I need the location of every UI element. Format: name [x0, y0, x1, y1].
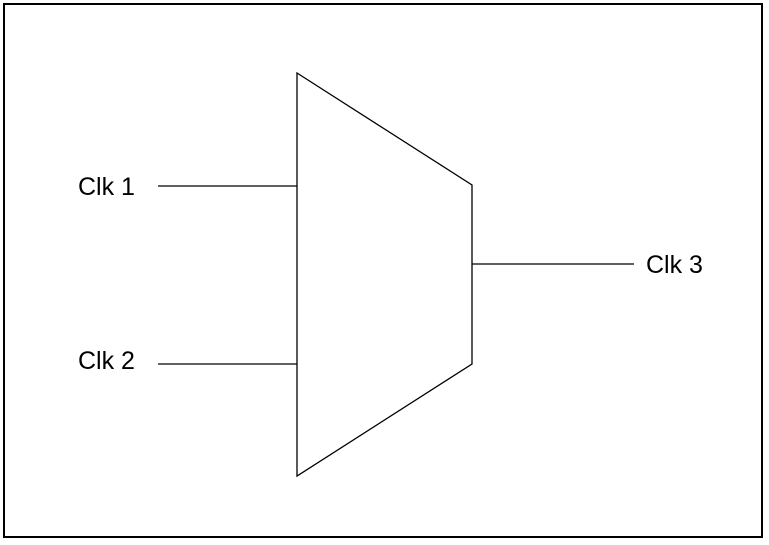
input-label-clk-1: Clk 1	[78, 173, 135, 201]
input-label-clk-2: Clk 2	[78, 347, 135, 375]
output-label-clk-3: Clk 3	[646, 251, 703, 279]
diagram-border	[3, 3, 763, 538]
mux-trapezoid	[296, 71, 473, 478]
